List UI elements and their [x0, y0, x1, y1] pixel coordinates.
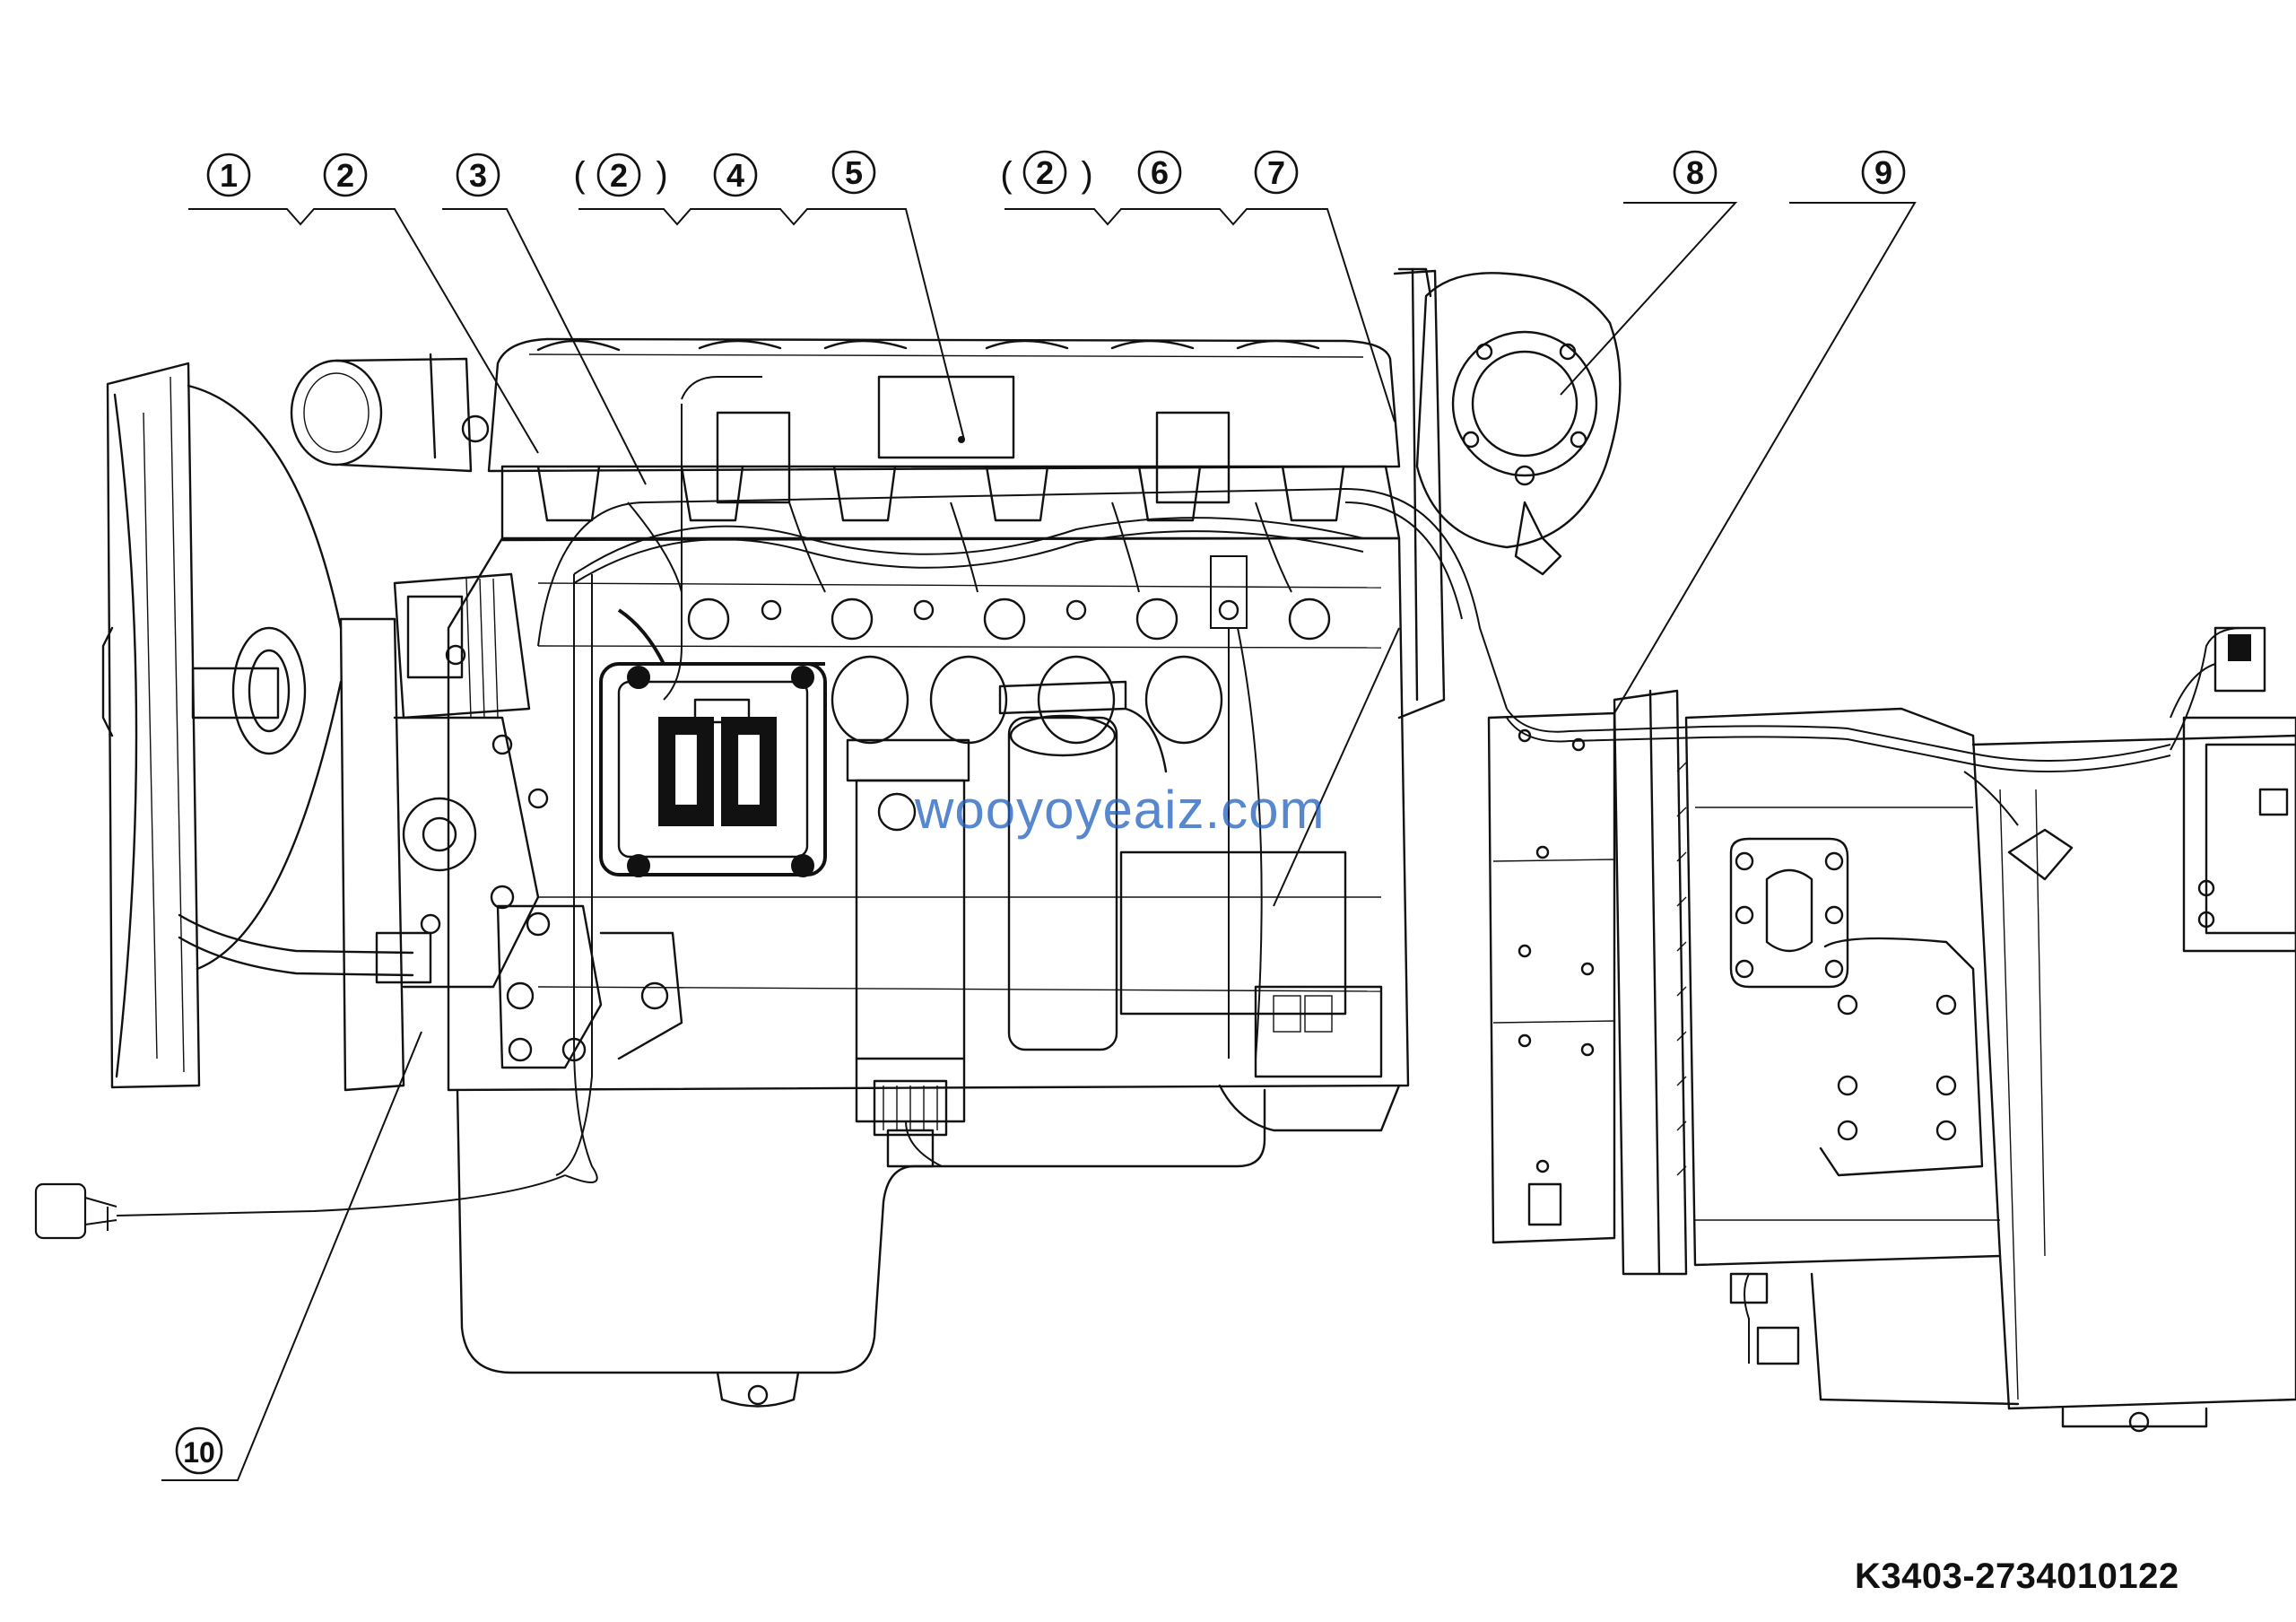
callout-2-parenthesized-b: ( 2 )	[1000, 150, 1093, 195]
svg-text:6: 6	[1151, 154, 1169, 191]
front-cover	[178, 617, 683, 1092]
turbocharger	[1397, 267, 1622, 576]
svg-text:1: 1	[220, 157, 238, 194]
svg-text:(: (	[1000, 155, 1013, 195]
svg-text:8: 8	[1686, 154, 1704, 191]
wiring-harness	[34, 376, 2243, 1240]
watermark: wooyoyeaiz.com	[915, 780, 1326, 840]
engine-block	[290, 267, 1446, 1132]
svg-text:(: (	[573, 155, 586, 195]
oil-pan	[456, 1088, 1266, 1408]
callout-6: 6	[1137, 150, 1182, 195]
svg-text:3: 3	[469, 157, 487, 194]
svg-text:9: 9	[1874, 154, 1892, 191]
svg-text:): )	[656, 155, 667, 195]
callout-4: 4	[713, 153, 758, 197]
ecu-unit	[599, 608, 827, 877]
part-code-label: K3403-2734010122	[1855, 1557, 2179, 1596]
callouts: 1 2 3 ( 2 ) 4 5 ( 2 )	[175, 150, 1906, 1475]
cooling-fan	[101, 362, 343, 1089]
svg-text:2: 2	[336, 157, 354, 194]
callout-1: 1	[206, 153, 251, 197]
svg-text:7: 7	[1267, 154, 1285, 191]
svg-text:2: 2	[610, 157, 628, 194]
alternator	[393, 572, 549, 809]
svg-text:2: 2	[1036, 154, 1054, 191]
callout-9: 9	[1861, 150, 1906, 195]
svg-text:4: 4	[726, 157, 744, 194]
callout-10: 10	[175, 1426, 223, 1475]
svg-text:5: 5	[845, 154, 863, 191]
callout-3: 3	[456, 153, 500, 197]
callout-8: 8	[1673, 150, 1718, 195]
oil-filter	[998, 680, 1168, 1051]
callout-2-parenthesized-a: ( 2 )	[573, 153, 668, 197]
transmission	[1613, 626, 2296, 1433]
svg-text:): )	[1081, 155, 1092, 195]
callout-2: 2	[323, 153, 368, 197]
callout-7: 7	[1254, 150, 1299, 195]
svg-text:10: 10	[183, 1436, 215, 1469]
flywheel-housing	[1487, 711, 1616, 1244]
callout-5: 5	[831, 150, 876, 195]
leader-lines	[161, 202, 1917, 1481]
